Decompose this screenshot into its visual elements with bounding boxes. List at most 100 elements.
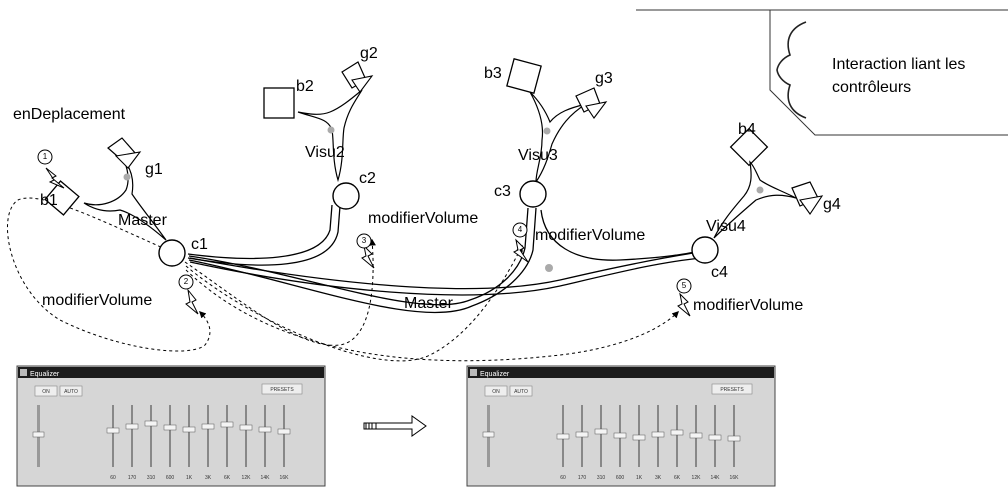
controller-c4[interactable]	[691, 236, 719, 264]
legend-text-line1: Interaction liant les	[832, 56, 965, 73]
eq-slider-knob[interactable]	[632, 434, 646, 441]
eq-master-knob[interactable]	[32, 431, 45, 438]
eq-slider-knob[interactable]	[670, 429, 684, 436]
eq-slider-track[interactable]	[245, 405, 247, 467]
eq-slider-knob[interactable]	[556, 433, 570, 440]
window2-on-button[interactable]	[484, 385, 508, 397]
event-icon-4	[513, 238, 529, 263]
eq-slider-track[interactable]	[188, 405, 190, 467]
box-b3[interactable]	[506, 58, 542, 94]
eq-slider-track[interactable]	[150, 405, 152, 467]
eq-slider-track[interactable]	[264, 405, 266, 467]
eq-band-label: 60	[110, 475, 116, 481]
window2-presets-label: PRESETS	[720, 387, 744, 393]
triad-visu4: b4 g4 Visu4 c4	[691, 121, 841, 281]
label-g2: g2	[360, 45, 378, 62]
dashed-arrows	[6, 197, 679, 362]
eq-slider-knob[interactable]	[125, 423, 139, 430]
eq-slider-track[interactable]	[131, 405, 133, 467]
transition-arrow	[363, 415, 427, 437]
label-endeplacement: enDeplacement	[13, 106, 126, 123]
event-icon-5	[677, 292, 691, 317]
link-c1-c4	[189, 251, 701, 290]
window1-on-button[interactable]	[34, 385, 58, 397]
box-b1[interactable]	[44, 180, 80, 216]
eq-slider-knob[interactable]	[182, 426, 196, 433]
triad-visu2: b2 g2 Visu2 c2	[263, 45, 378, 210]
eq-slider-track[interactable]	[226, 405, 228, 467]
label-modifiervolume-3: modifierVolume	[535, 227, 645, 244]
link-c1-c2	[187, 204, 333, 260]
controller-links	[187, 204, 703, 314]
box-b2[interactable]	[263, 87, 295, 119]
label-master: Master	[118, 212, 168, 229]
label-visu4: Visu4	[706, 218, 746, 235]
eq-slider-track[interactable]	[169, 405, 171, 467]
eq-slider-knob[interactable]	[277, 428, 291, 435]
window1-auto-button[interactable]	[59, 385, 83, 397]
eq-band-label: 1K	[186, 475, 193, 481]
eq-slider-track[interactable]	[283, 405, 285, 467]
window2-auto-button[interactable]	[509, 385, 533, 397]
eq-band-label: 6K	[674, 475, 681, 481]
label-b2: b2	[296, 78, 314, 95]
eq-slider-knob[interactable]	[651, 431, 665, 438]
window-menu-icon-1[interactable]	[20, 369, 27, 376]
eq-slider-track[interactable]	[600, 405, 602, 467]
label-modifiervolume-4: modifierVolume	[693, 297, 803, 314]
eq-band-label: 6K	[224, 475, 231, 481]
eq-slider-knob[interactable]	[689, 432, 703, 439]
label-visu2: Visu2	[305, 144, 345, 161]
label-visu3: Visu3	[518, 147, 558, 164]
controller-c3[interactable]	[519, 180, 547, 208]
eq-slider-track[interactable]	[112, 405, 114, 467]
eq-slider-track[interactable]	[207, 405, 209, 467]
window-title-1: Equalizer	[30, 371, 60, 378]
eq-slider-knob[interactable]	[594, 428, 608, 435]
eq-slider-knob[interactable]	[201, 423, 215, 430]
window1-presets-button[interactable]	[261, 383, 303, 395]
label-modifiervolume-2: modifierVolume	[368, 210, 478, 227]
abstraction-master	[83, 159, 167, 241]
eq-band-label: 170	[128, 475, 137, 481]
label-link-master: Master	[404, 295, 454, 312]
eq-slider-track[interactable]	[676, 405, 678, 467]
window2-auto-label: AUTO	[514, 389, 528, 395]
eq-slider-knob[interactable]	[220, 421, 234, 428]
eq-band-label: 310	[147, 475, 156, 481]
legend-box: Interaction liant les contrôleurs	[636, 9, 1008, 136]
window-menu-icon-2[interactable]	[470, 369, 477, 376]
window1-presets-label: PRESETS	[270, 387, 294, 393]
num-1: 1	[43, 152, 48, 161]
eq-band-label: 14K	[711, 475, 721, 481]
window1-auto-label: AUTO	[64, 389, 78, 395]
eq-slider-knob[interactable]	[106, 427, 120, 434]
eq-band-label: 16K	[280, 475, 290, 481]
event-numbers: 1 2 3 4 5	[43, 152, 687, 290]
controller-c2[interactable]	[332, 182, 360, 210]
window1-on-label: ON	[42, 389, 50, 395]
controller-c1[interactable]	[158, 239, 186, 267]
window2-presets-button[interactable]	[711, 383, 753, 395]
eq-slider-knob[interactable]	[727, 435, 741, 442]
eq-slider-knob[interactable]	[708, 434, 722, 441]
eq-master-knob[interactable]	[482, 431, 495, 438]
eq-band-label: 14K	[261, 475, 271, 481]
box-b4[interactable]	[729, 127, 769, 167]
eq-slider-knob[interactable]	[613, 432, 627, 439]
eq-slider-knob[interactable]	[163, 424, 177, 431]
label-g1: g1	[145, 161, 163, 178]
triad-master: b1 g1 c1 Master	[40, 137, 208, 267]
eq-slider-knob[interactable]	[239, 424, 253, 431]
legend-text-line2: contrôleurs	[832, 79, 911, 96]
window-title-2: Equalizer	[480, 371, 510, 378]
eq-slider-knob[interactable]	[575, 431, 589, 438]
eq-slider-knob[interactable]	[144, 420, 158, 427]
eq-band-label: 1K	[636, 475, 643, 481]
eq-slider-knob[interactable]	[258, 426, 272, 433]
